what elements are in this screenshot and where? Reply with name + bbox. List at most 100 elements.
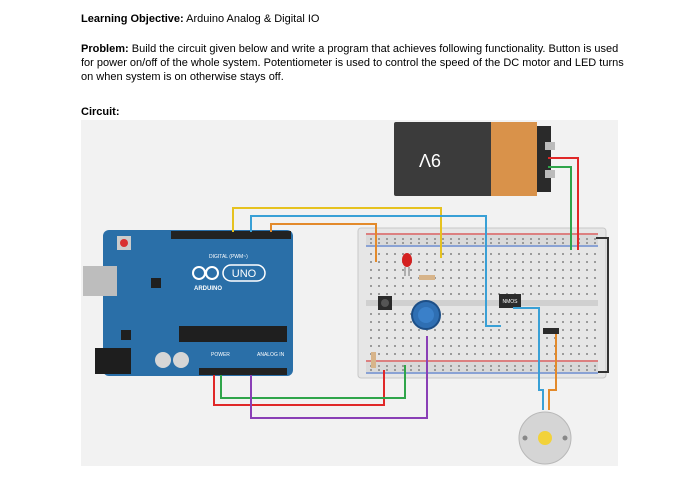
breadboard-hole bbox=[402, 242, 404, 244]
breadboard-hole bbox=[474, 293, 476, 295]
breadboard-hole bbox=[506, 353, 508, 355]
breadboard-hole bbox=[506, 329, 508, 331]
breadboard-hole bbox=[530, 329, 532, 331]
battery-contact-neg bbox=[545, 170, 555, 178]
breadboard-hole bbox=[402, 321, 404, 323]
wires bbox=[213, 157, 609, 419]
breadboard-hole bbox=[450, 369, 452, 371]
breadboard-hole bbox=[506, 253, 508, 255]
breadboard-hole bbox=[466, 321, 468, 323]
breadboard-hole bbox=[586, 253, 588, 255]
motor-screw-left bbox=[522, 435, 528, 441]
breadboard-hole bbox=[458, 369, 460, 371]
breadboard-hole bbox=[506, 277, 508, 279]
logo-right bbox=[205, 266, 219, 280]
breadboard-hole bbox=[378, 238, 380, 240]
problem-text: Build the circuit given below and write … bbox=[81, 43, 624, 83]
breadboard-hole bbox=[386, 242, 388, 244]
model-label: UNO bbox=[232, 268, 257, 280]
breadboard-hole bbox=[370, 313, 372, 315]
breadboard-hole bbox=[570, 313, 572, 315]
breadboard-hole bbox=[402, 285, 404, 287]
breadboard-hole bbox=[458, 242, 460, 244]
breadboard-hole bbox=[402, 238, 404, 240]
breadboard-hole bbox=[450, 345, 452, 347]
breadboard-hole bbox=[506, 242, 508, 244]
breadboard-hole bbox=[442, 285, 444, 287]
breadboard-hole bbox=[514, 313, 516, 315]
breadboard-hole bbox=[386, 337, 388, 339]
breadboard-hole bbox=[450, 321, 452, 323]
breadboard-hole bbox=[514, 253, 516, 255]
breadboard-hole bbox=[586, 345, 588, 347]
breadboard-hole bbox=[586, 337, 588, 339]
breadboard-hole bbox=[434, 369, 436, 371]
breadboard-hole bbox=[378, 242, 380, 244]
microcontroller-chip bbox=[179, 326, 287, 342]
power-analog-header bbox=[199, 368, 287, 375]
breadboard-hole bbox=[482, 293, 484, 295]
breadboard-hole bbox=[442, 345, 444, 347]
breadboard-hole bbox=[570, 277, 572, 279]
breadboard-hole bbox=[538, 261, 540, 263]
model-badge bbox=[222, 264, 266, 282]
capacitor-1 bbox=[155, 352, 171, 368]
breadboard-hole bbox=[594, 242, 596, 244]
breadboard-hole bbox=[498, 277, 500, 279]
breadboard-hole bbox=[458, 365, 460, 367]
breadboard-hole bbox=[394, 353, 396, 355]
breadboard-hole bbox=[466, 365, 468, 367]
breadboard-hole bbox=[570, 369, 572, 371]
breadboard-hole bbox=[538, 293, 540, 295]
breadboard-hole bbox=[370, 329, 372, 331]
breadboard-hole bbox=[458, 345, 460, 347]
breadboard-hole bbox=[458, 261, 460, 263]
breadboard-hole bbox=[394, 329, 396, 331]
breadboard-hole bbox=[490, 337, 492, 339]
breadboard-hole bbox=[498, 313, 500, 315]
breadboard-hole bbox=[474, 365, 476, 367]
dc-motor bbox=[518, 411, 572, 465]
breadboard-hole bbox=[418, 345, 420, 347]
breadboard-hole bbox=[466, 293, 468, 295]
breadboard-hole bbox=[418, 253, 420, 255]
breadboard-hole bbox=[482, 353, 484, 355]
wire-black-rail bbox=[596, 237, 609, 373]
breadboard-hole bbox=[410, 329, 412, 331]
breadboard-hole bbox=[482, 313, 484, 315]
breadboard-hole bbox=[490, 329, 492, 331]
breadboard-hole bbox=[450, 253, 452, 255]
breadboard-hole bbox=[434, 293, 436, 295]
breadboard-hole bbox=[586, 321, 588, 323]
breadboard-hole bbox=[514, 285, 516, 287]
arduino-uno: DIGITAL (PWM~) UNO ARDUINO POWER ANALOG … bbox=[83, 230, 293, 376]
breadboard-hole bbox=[570, 365, 572, 367]
breadboard-hole bbox=[458, 321, 460, 323]
breadboard-hole bbox=[442, 321, 444, 323]
breadboard-hole bbox=[514, 337, 516, 339]
breadboard-hole bbox=[466, 238, 468, 240]
breadboard-hole bbox=[370, 242, 372, 244]
breadboard-hole bbox=[458, 285, 460, 287]
breadboard-hole bbox=[442, 269, 444, 271]
breadboard-hole bbox=[498, 242, 500, 244]
wire-orange-top bbox=[270, 223, 377, 262]
breadboard-hole bbox=[450, 285, 452, 287]
breadboard-hole bbox=[434, 253, 436, 255]
breadboard-hole bbox=[562, 321, 564, 323]
breadboard-hole bbox=[450, 238, 452, 240]
breadboard-hole bbox=[378, 253, 380, 255]
breadboard-hole bbox=[562, 369, 564, 371]
diode bbox=[543, 328, 559, 334]
breadboard-hole bbox=[378, 365, 380, 367]
breadboard-hole bbox=[546, 353, 548, 355]
breadboard-hole bbox=[498, 345, 500, 347]
breadboard-hole bbox=[410, 337, 412, 339]
breadboard-hole bbox=[490, 369, 492, 371]
breadboard-hole bbox=[410, 242, 412, 244]
breadboard-hole bbox=[530, 345, 532, 347]
breadboard-hole bbox=[450, 277, 452, 279]
breadboard-hole bbox=[386, 285, 388, 287]
breadboard-hole bbox=[514, 365, 516, 367]
resistor-led bbox=[419, 275, 435, 280]
